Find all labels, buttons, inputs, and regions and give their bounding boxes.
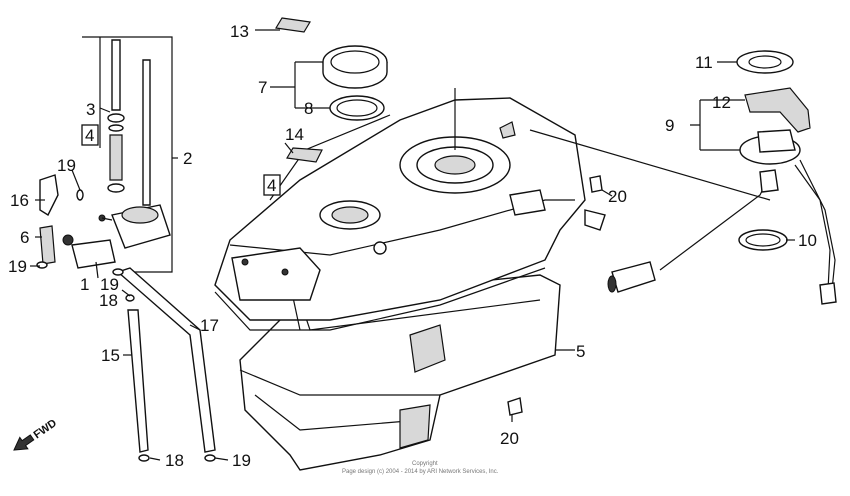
callout-6: 6 [20, 228, 29, 247]
callout-4-box-tank: 4 [263, 174, 281, 196]
callout-12: 12 [712, 93, 731, 112]
callout-5: 5 [576, 342, 585, 361]
pump-cover [744, 87, 811, 133]
copyright-line-2: Page design (c) 2004 - 2014 by ARI Netwo… [342, 469, 499, 475]
callout-4-cock: 4 [85, 126, 94, 145]
callout-2: 2 [183, 149, 192, 168]
callout-7: 7 [258, 78, 267, 97]
hose-6 [39, 225, 56, 265]
callout-4-tank: 4 [267, 176, 276, 195]
pump-gasket [738, 229, 788, 251]
cap-gasket [329, 95, 385, 121]
fwd-label: FWD [32, 417, 59, 441]
callout-3: 3 [86, 100, 95, 119]
hose-16 [39, 174, 59, 217]
bolt-20 [507, 175, 603, 416]
fwd-arrow: FWD [13, 417, 59, 451]
pump-retaining-ring [736, 50, 794, 74]
callout-13: 13 [230, 22, 249, 41]
callout-19-d: 19 [232, 451, 251, 470]
hose-17 [116, 267, 216, 453]
callout-18-a: 18 [99, 291, 118, 310]
callout-20-top: 20 [608, 187, 627, 206]
filler-cap [322, 45, 388, 89]
callout-8: 8 [304, 99, 313, 118]
fuel-cock-assembly [98, 39, 171, 249]
fuel-filter [62, 234, 116, 279]
callout-15: 15 [101, 346, 120, 365]
decal-label-14 [286, 147, 323, 163]
callout-14: 14 [285, 125, 304, 144]
copyright-line-1: Copyright [412, 461, 438, 467]
fuel-tank [214, 97, 606, 471]
callout-20-bottom: 20 [500, 429, 519, 448]
callout-17: 17 [200, 316, 219, 335]
callout-10: 10 [798, 231, 817, 250]
callout-11: 11 [695, 53, 713, 72]
callout-16: 16 [10, 191, 29, 210]
callout-19-b: 19 [8, 257, 27, 276]
callout-18-b: 18 [165, 451, 184, 470]
fuel-pump-unit [607, 129, 837, 305]
decal-label-13 [275, 17, 311, 33]
callout-9: 9 [665, 116, 674, 135]
callout-19-c: 19 [100, 275, 119, 294]
callout-1: 1 [80, 275, 89, 294]
callout-19-a: 19 [57, 156, 76, 175]
hose-15 [127, 309, 149, 453]
callout-4-box-cock: 4 [81, 124, 99, 146]
